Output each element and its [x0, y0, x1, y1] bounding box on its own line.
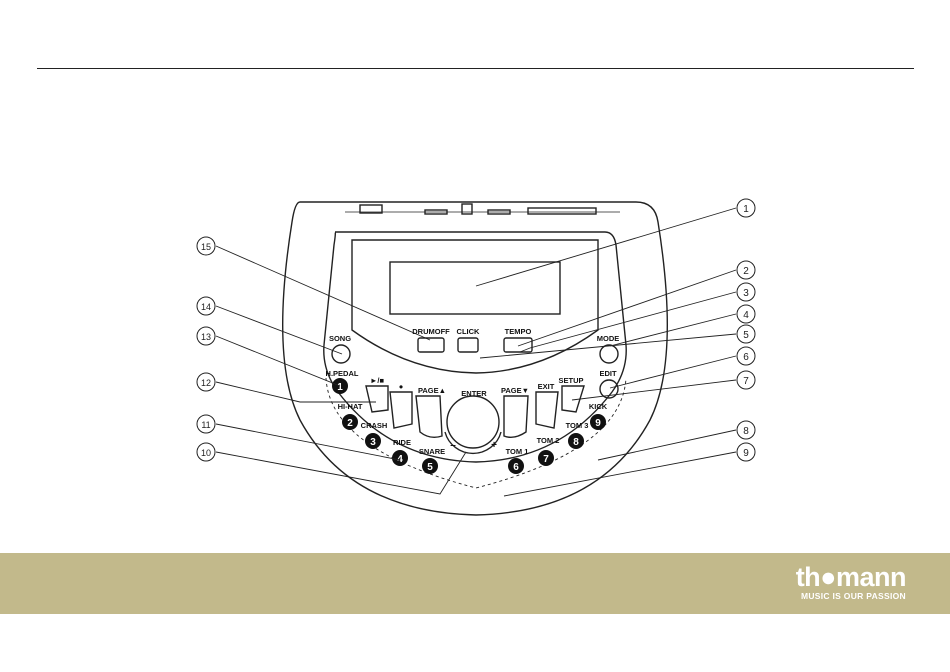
record-label: ●	[399, 382, 404, 391]
module-outline	[283, 202, 668, 515]
drum-module-diagram: 1 2 3 4 5 6 7 8 9 DRUMOFF CLICK TEMPO SO…	[0, 0, 950, 553]
callout-14: 14	[201, 302, 211, 312]
edit-label: EDIT	[599, 369, 617, 378]
callout-5: 5	[743, 330, 749, 341]
brand-tagline: MUSIC IS OUR PASSION	[796, 591, 906, 601]
tom2-label: TOM 2	[537, 436, 560, 445]
page-up-key-shape	[416, 396, 442, 437]
pad-3-number: 3	[370, 437, 376, 448]
tom3-label: TOM 3	[566, 421, 589, 430]
callout-15: 15	[201, 242, 211, 252]
lcd-screen	[390, 262, 560, 314]
setup-label: SETUP	[558, 376, 583, 385]
callout-12: 12	[201, 378, 211, 388]
pad-5-number: 5	[427, 462, 433, 473]
pad-1-number: 1	[337, 382, 343, 393]
callout-9: 9	[743, 448, 749, 459]
callout-11: 11	[201, 420, 210, 430]
page-down-label: PAGE▼	[501, 386, 529, 395]
callout-6: 6	[743, 352, 749, 363]
rec-key-shape	[390, 392, 412, 428]
drumoff-button-shape	[418, 338, 444, 352]
crash-label: CRASH	[361, 421, 388, 430]
play-stop-label: ►/■	[370, 376, 385, 385]
exit-key-shape	[536, 392, 558, 428]
brand-name: th●mann	[796, 563, 906, 591]
callout-2: 2	[743, 266, 749, 277]
callout-3: 3	[743, 288, 749, 299]
tom1-label: TOM 1	[506, 447, 529, 456]
plus-label: +	[491, 440, 497, 451]
ride-label: RIDE	[393, 438, 411, 447]
click-label: CLICK	[457, 327, 480, 336]
page-up-label: PAGE▲	[418, 386, 446, 395]
callout-4: 4	[743, 310, 749, 321]
callout-7: 7	[743, 376, 749, 387]
brand-logo: th●mann MUSIC IS OUR PASSION	[796, 563, 906, 601]
pad-9-number: 9	[595, 418, 601, 429]
click-button-shape	[458, 338, 478, 352]
song-label: SONG	[329, 334, 351, 343]
enter-label: ENTER	[461, 389, 487, 398]
pad-7-number: 7	[543, 454, 549, 465]
play-key-shape	[366, 386, 388, 412]
mode-button-shape	[600, 345, 618, 363]
tempo-button-shape	[504, 338, 532, 352]
mode-label: MODE	[597, 334, 620, 343]
snare-label: SNARE	[419, 447, 445, 456]
display-frame	[352, 240, 598, 373]
page-down-key-shape	[504, 396, 528, 437]
kick-label: KICK	[589, 402, 608, 411]
callout-1: 1	[743, 204, 749, 215]
pad-2-number: 2	[347, 418, 353, 429]
hpedal-label: H.PEDAL	[326, 369, 359, 378]
minus-label: –	[450, 440, 456, 451]
exit-label: EXIT	[538, 382, 555, 391]
callout-13: 13	[201, 332, 211, 342]
callout-8: 8	[743, 426, 749, 437]
callout-10: 10	[201, 448, 211, 458]
pad-6-number: 6	[513, 462, 519, 473]
footer-band: th●mann MUSIC IS OUR PASSION	[0, 553, 950, 614]
tempo-label: TEMPO	[505, 327, 532, 336]
pad-8-number: 8	[573, 437, 579, 448]
hihat-label: HI-HAT	[338, 402, 363, 411]
